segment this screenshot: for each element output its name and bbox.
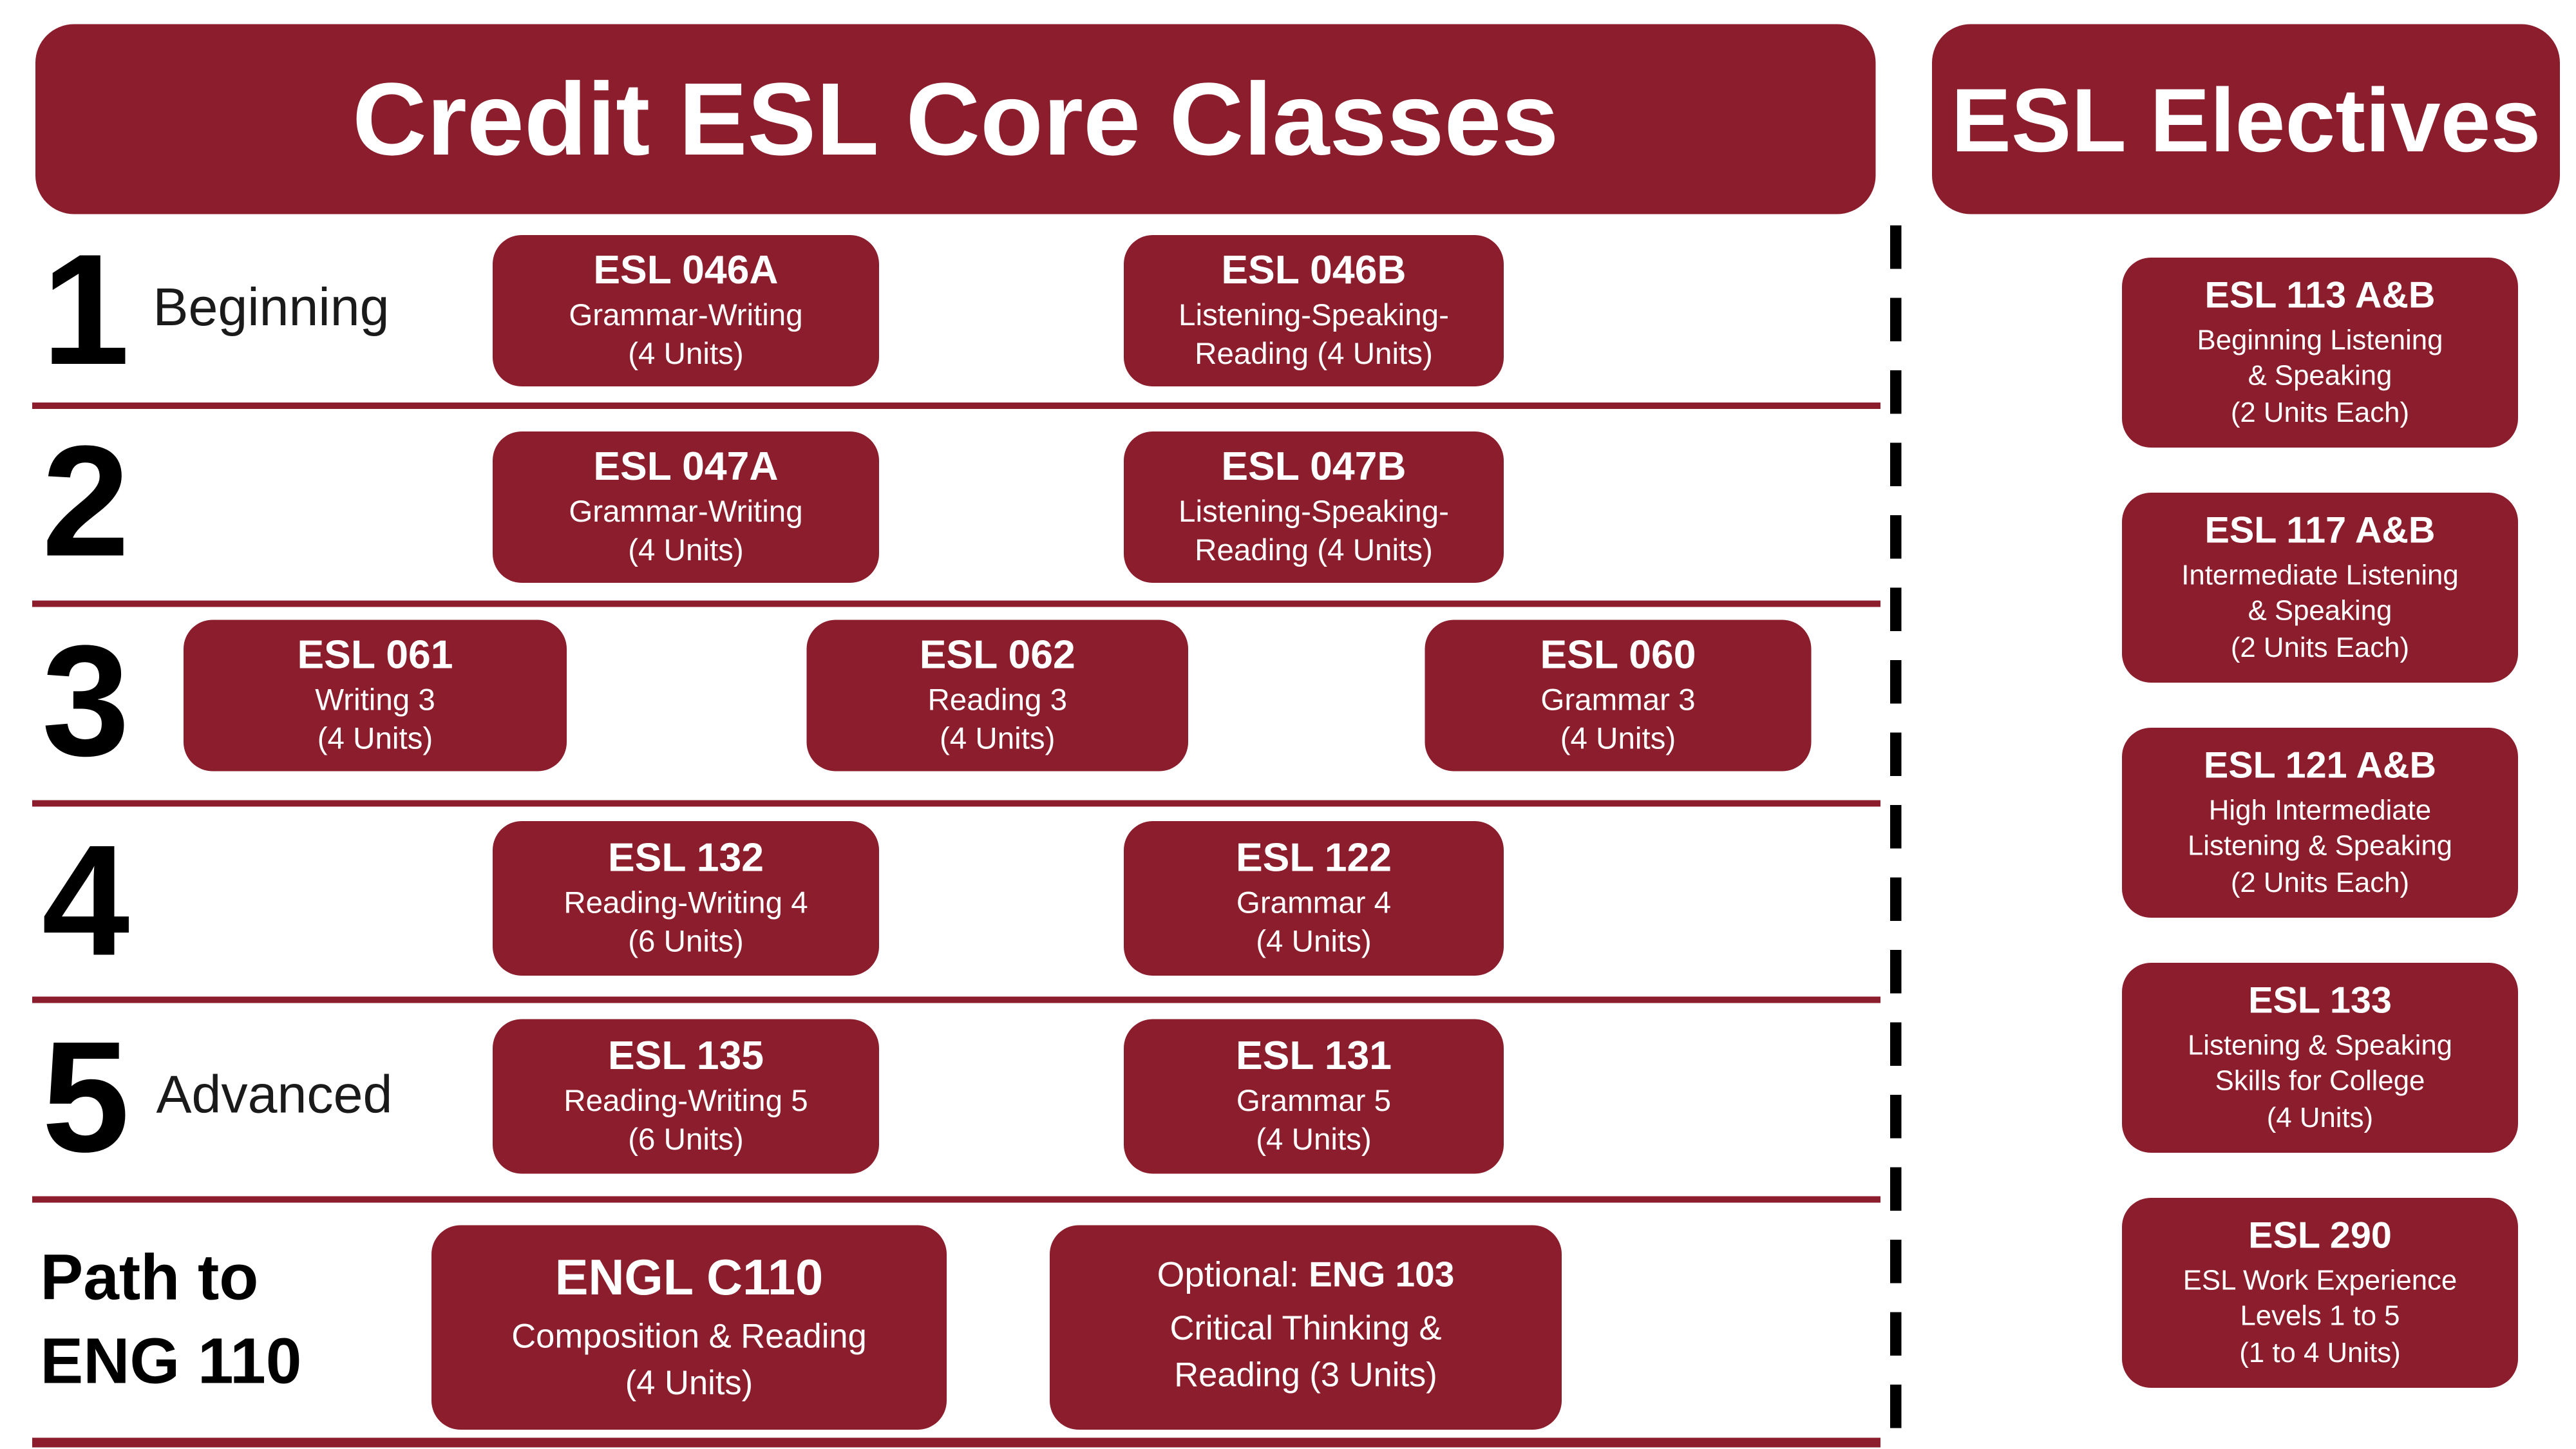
course-code: ESL 046B [1221,247,1406,293]
course-code: Optional: ENG 103 [1157,1255,1455,1298]
course-code: ESL 121 A&B [2203,744,2437,786]
elective-esl-113ab: ESL 113 A&B Beginning Listening & Speaki… [2122,258,2518,448]
course-engl-c110: ENGL C110 Composition & Reading (4 Units… [431,1225,947,1430]
level-label-advanced: Advanced [156,1064,393,1124]
course-description: Grammar-Writing (4 Units) [569,299,803,372]
level-number-4: 4 [42,811,129,989]
course-description: Grammar 5 (4 Units) [1236,1084,1392,1158]
course-esl-061: ESL 061 Writing 3 (4 Units) [184,620,567,772]
core-classes-title: Credit ESL Core Classes [352,61,1559,177]
course-code: ESL 062 [919,632,1075,677]
optional-prefix: Optional: [1157,1255,1309,1296]
row-divider-4 [32,996,1880,1003]
course-description: Listening-Speaking- Reading (4 Units) [1179,299,1449,372]
row-divider-3 [32,800,1880,807]
course-description: High Intermediate Listening & Speaking (… [2187,793,2453,899]
course-description: Listening-Speaking- Reading (4 Units) [1179,495,1449,569]
course-code: ENGL C110 [554,1249,824,1306]
course-code: ESL 117 A&B [2204,509,2436,551]
course-description: Grammar 4 (4 Units) [1236,886,1392,960]
course-description: Grammar 3 (4 Units) [1540,683,1696,757]
course-description: Beginning Listening & Speaking (2 Units … [2197,323,2443,429]
course-description: Writing 3 (4 Units) [315,683,435,757]
course-esl-132: ESL 132 Reading-Writing 4 (6 Units) [493,821,879,976]
course-description: Reading-Writing 4 (6 Units) [564,886,808,960]
electives-title: ESL Electives [1951,68,2541,170]
course-esl-046a: ESL 046A Grammar-Writing (4 Units) [493,235,879,386]
course-code: ESL 132 [607,835,764,880]
course-description: ESL Work Experience Levels 1 to 5 (1 to … [2183,1263,2458,1369]
course-code: ESL 061 [297,632,453,677]
section-separator-dashed-line [1890,225,1902,1433]
row-divider-2 [32,600,1880,607]
course-esl-060: ESL 060 Grammar 3 (4 Units) [1425,620,1812,772]
optional-course-code: ENG 103 [1309,1255,1455,1296]
course-esl-046b: ESL 046B Listening-Speaking- Reading (4 … [1124,235,1504,386]
row-divider-bottom [32,1437,1880,1448]
course-code: ESL 133 [2248,979,2392,1021]
course-code: ESL 060 [1540,632,1696,677]
course-description: Composition & Reading (4 Units) [511,1319,867,1402]
elective-esl-133: ESL 133 Listening & Speaking Skills for … [2122,963,2518,1153]
course-esl-131: ESL 131 Grammar 5 (4 Units) [1124,1019,1504,1174]
course-esl-047b: ESL 047B Listening-Speaking- Reading (4 … [1124,431,1504,583]
course-code: ESL 131 [1235,1033,1392,1079]
course-description: Grammar-Writing (4 Units) [569,495,803,569]
course-description: Listening & Speaking Skills for College … [2187,1028,2453,1134]
elective-esl-121ab: ESL 121 A&B High Intermediate Listening … [2122,728,2518,918]
course-code: ESL 046A [593,247,779,293]
course-code: ESL 122 [1235,835,1392,880]
course-code: ESL 290 [2248,1214,2392,1256]
level-number-3: 3 [42,612,129,789]
elective-esl-290: ESL 290 ESL Work Experience Levels 1 to … [2122,1198,2518,1388]
course-description: Reading-Writing 5 (6 Units) [564,1084,808,1158]
course-code: ESL 135 [607,1033,764,1079]
course-description: Intermediate Listening & Speaking (2 Uni… [2181,558,2459,664]
course-description: Critical Thinking & Reading (3 Units) [1170,1310,1442,1395]
course-esl-135: ESL 135 Reading-Writing 5 (6 Units) [493,1019,879,1174]
level-number-2: 2 [42,412,129,589]
course-esl-122: ESL 122 Grammar 4 (4 Units) [1124,821,1504,976]
electives-header: ESL Electives [1932,24,2560,214]
path-to-eng110-label: Path to ENG 110 [40,1243,302,1397]
course-code: ESL 047A [593,444,779,489]
level-number-5: 5 [42,1008,129,1185]
level-label-beginning: Beginning [153,277,390,337]
row-divider-1 [32,402,1880,409]
course-eng-103-optional: Optional: ENG 103 Critical Thinking & Re… [1050,1225,1562,1430]
core-classes-header: Credit ESL Core Classes [35,24,1876,214]
row-divider-5 [32,1196,1880,1203]
elective-esl-117ab: ESL 117 A&B Intermediate Listening & Spe… [2122,493,2518,683]
course-code: ESL 047B [1221,444,1406,489]
course-esl-047a: ESL 047A Grammar-Writing (4 Units) [493,431,879,583]
level-number-1: 1 [42,220,129,398]
course-description: Reading 3 (4 Units) [927,683,1068,757]
course-esl-062: ESL 062 Reading 3 (4 Units) [806,620,1188,772]
course-code: ESL 113 A&B [2204,274,2436,316]
